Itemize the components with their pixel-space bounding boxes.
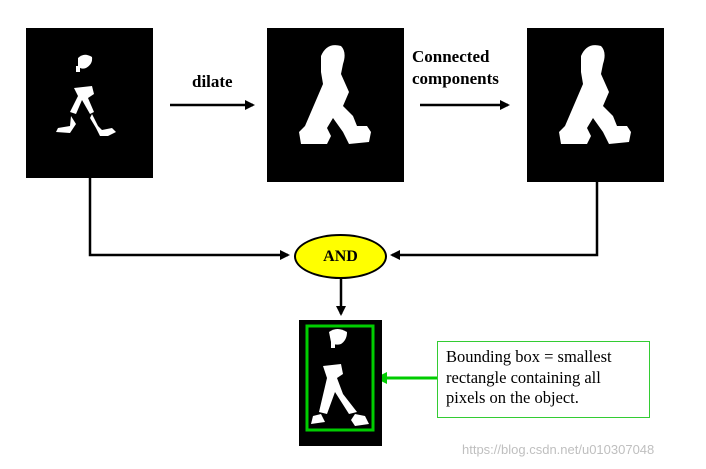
result-silhouette-image xyxy=(305,324,375,432)
original-silhouette-image xyxy=(56,54,116,136)
result-with-bounding-box-panel xyxy=(299,320,382,446)
connected-label-line1: Connected xyxy=(412,47,490,66)
and-operation-node: AND xyxy=(294,234,387,279)
note-line-2: rectangle containing all xyxy=(446,367,601,387)
connected-components-label: Connected components xyxy=(412,46,499,90)
bounding-box-note: Bounding box = smallest rectangle contai… xyxy=(437,341,650,418)
connected-component-image xyxy=(559,45,631,144)
and-label: AND xyxy=(323,247,358,265)
connected-component-panel xyxy=(527,28,664,182)
connected-label-line2: components xyxy=(412,69,499,88)
components-to-and-arrow xyxy=(390,182,599,260)
watermark-text: https://blog.csdn.net/u010307048 xyxy=(462,442,655,457)
original-silhouette-panel xyxy=(26,28,153,178)
note-line-1: Bounding box = smallest xyxy=(446,347,612,366)
bounding-box-rect xyxy=(305,324,375,432)
dilated-silhouette-image xyxy=(299,45,371,144)
dilated-silhouette-panel xyxy=(267,28,404,182)
dilate-label: dilate xyxy=(192,72,233,91)
original-to-and-arrow xyxy=(88,178,290,260)
note-line-3: pixels on the object. xyxy=(446,388,579,407)
